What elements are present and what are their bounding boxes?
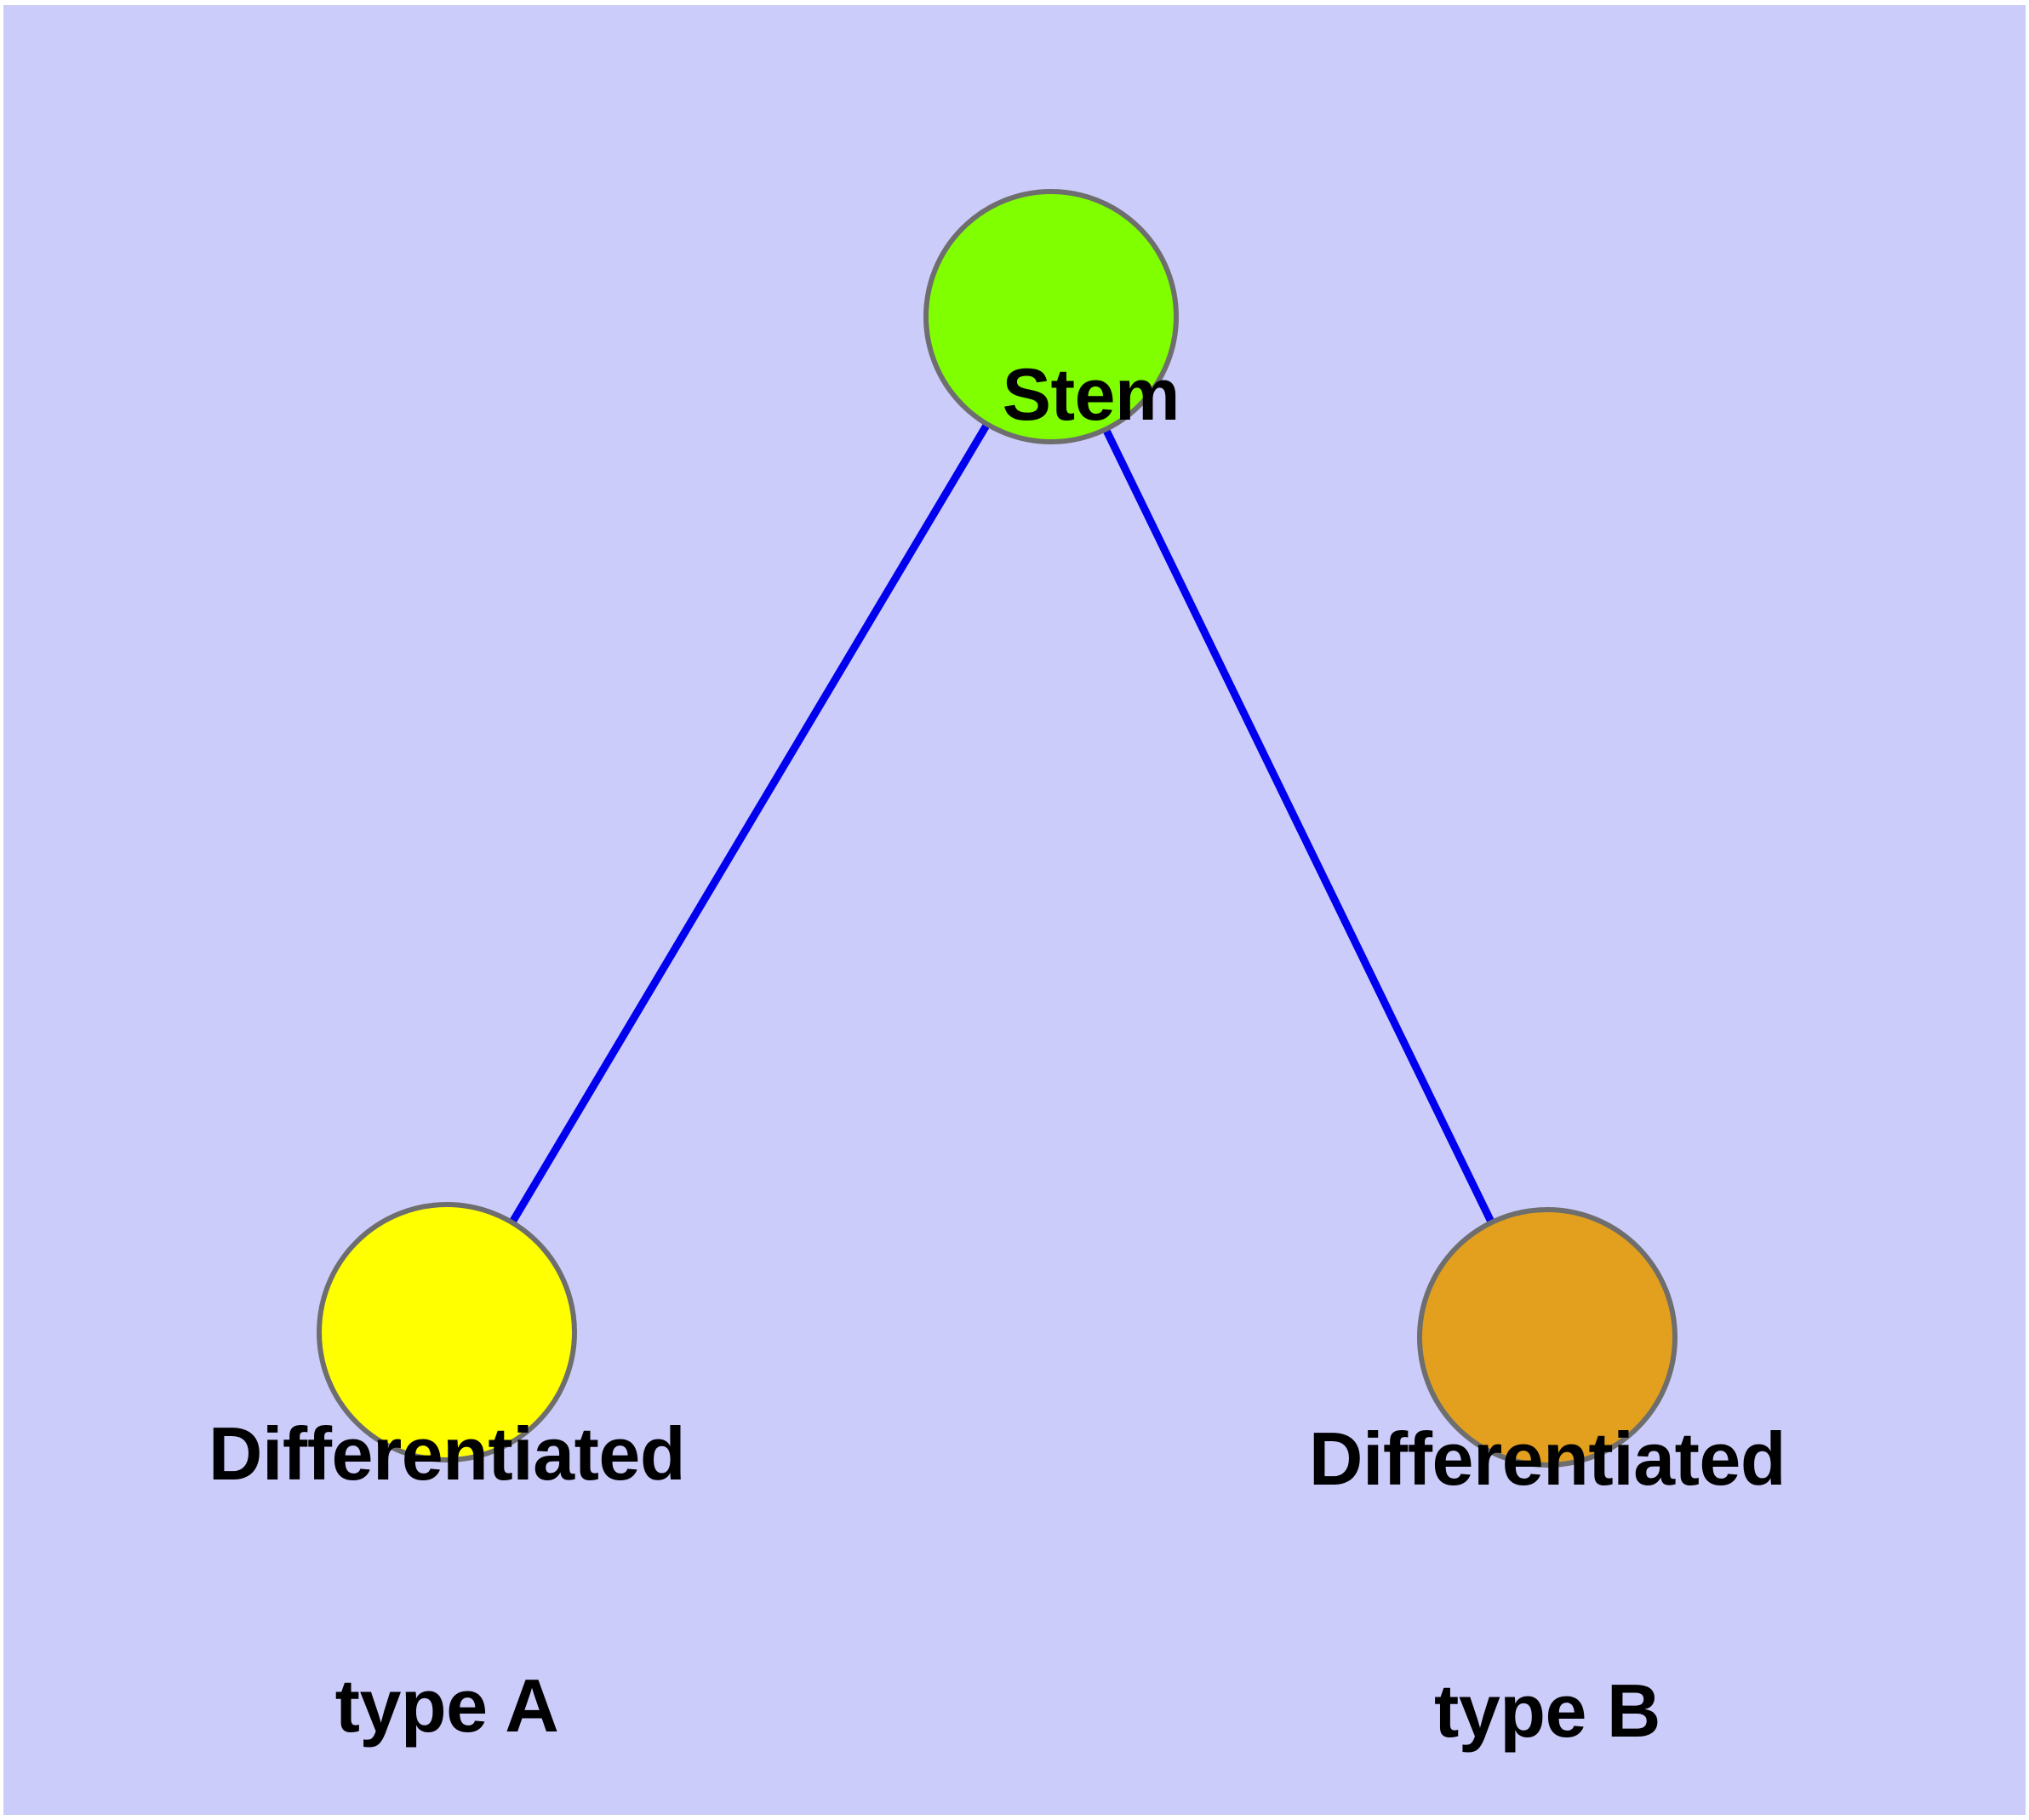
edge-stem-to-diff-b[interactable]	[1100, 421, 1498, 1230]
node-stem[interactable]	[923, 189, 1179, 444]
node-differentiated-type-a[interactable]	[317, 1202, 577, 1462]
edge-layer	[506, 417, 1498, 1230]
edge-stem-to-diff-a[interactable]	[506, 417, 994, 1230]
node-differentiated-type-b[interactable]	[1417, 1207, 1677, 1468]
node-layer	[317, 189, 1677, 1468]
